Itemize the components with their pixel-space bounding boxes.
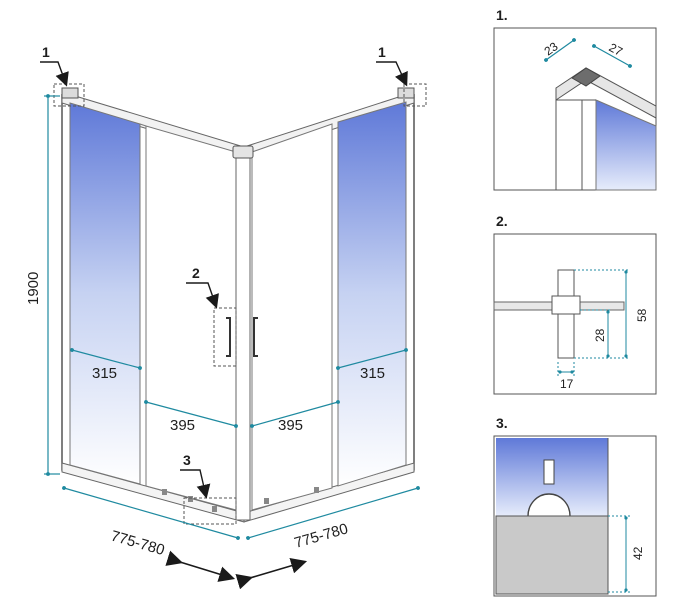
- corner-cap-left: [61, 87, 79, 99]
- detail-2-dim-inner: 28: [593, 328, 607, 342]
- detail-3: [493, 435, 657, 597]
- detail-1: [493, 27, 657, 191]
- dim-panel-right: 315: [360, 365, 385, 382]
- detail-3-dim-height: 42: [631, 546, 645, 560]
- detail-1-glass: [595, 99, 657, 191]
- callout-1-right: 1: [378, 44, 386, 60]
- detail-2: [493, 233, 657, 395]
- handle-right: [253, 317, 258, 357]
- callout-3: 3: [183, 452, 191, 468]
- direction-arrows: [165, 550, 308, 590]
- detail-3-label: 3.: [496, 415, 508, 431]
- callout-2: 2: [192, 265, 200, 281]
- dim-base-left: 775-780: [109, 528, 167, 560]
- dim-base-right: 775-780: [292, 520, 350, 552]
- detail-2-dim-width: 17: [560, 377, 574, 391]
- corner-cap-right: [397, 87, 415, 99]
- detail-2-dim-height: 58: [635, 308, 649, 322]
- handle-left: [226, 317, 231, 357]
- enclosure: [61, 87, 415, 523]
- right-sliding-door: [251, 123, 333, 511]
- corner-post: [235, 149, 251, 521]
- detail-1-label: 1.: [496, 7, 508, 23]
- callout-1-left: 1: [42, 44, 50, 60]
- detail-1-dim-b: 27: [607, 40, 626, 59]
- dim-height: 1900: [25, 272, 42, 305]
- corner-cap: [232, 145, 254, 159]
- left-fixed-glass: [69, 102, 141, 485]
- left-sliding-door: [145, 125, 237, 511]
- detail-2-label: 2.: [496, 213, 508, 229]
- detail-3-base: [495, 515, 609, 595]
- right-fixed-glass: [337, 101, 407, 487]
- dim-door-left: 395: [170, 417, 195, 434]
- dim-panel-left: 315: [92, 365, 117, 382]
- callout-box-1-right: [403, 83, 427, 107]
- dimension-lines: [44, 94, 420, 540]
- dim-door-right: 395: [278, 417, 303, 434]
- callout-box-2: [213, 307, 237, 367]
- callout-box-1-left: [53, 83, 85, 107]
